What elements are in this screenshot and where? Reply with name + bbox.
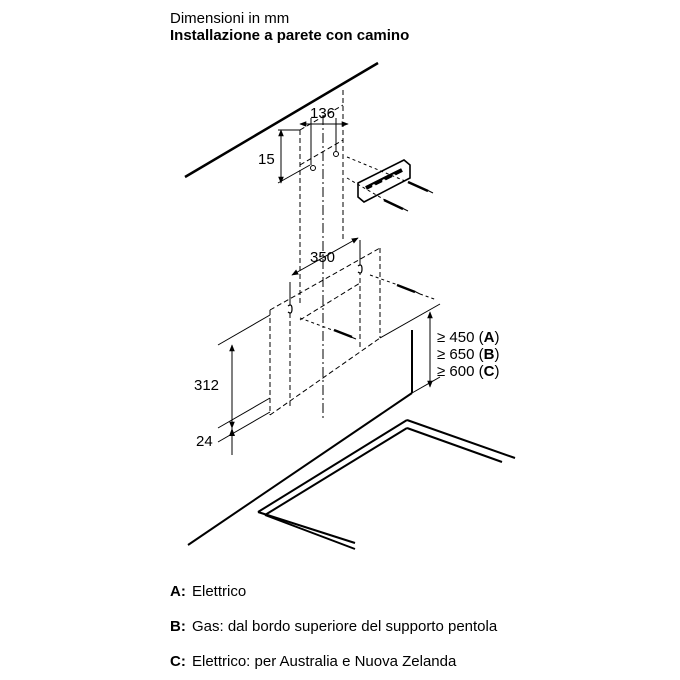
- legend-key: C:: [170, 653, 186, 670]
- dim-312-label: 312: [194, 377, 219, 394]
- hood-lower-outline: [269, 247, 381, 416]
- dimension-24: 24: [196, 411, 271, 455]
- bracket-screws: [346, 156, 434, 212]
- dimension-312: 312: [194, 314, 271, 429]
- legend-text: Elettrico: per Australia e Nuova Zelanda: [192, 653, 457, 670]
- dimension-clearance: ≥ 450 (A) ≥ 650 (B) ≥ 600 (C): [379, 303, 499, 394]
- clearance-b: ≥ 650 (B): [437, 346, 499, 363]
- screw-hole: [310, 165, 316, 171]
- dim-350-label: 350: [310, 249, 335, 266]
- dimension-350: 350: [289, 237, 361, 305]
- clearance-c: ≥ 600 (C): [437, 363, 499, 380]
- dim-136-label: 136: [310, 105, 335, 122]
- screw-hole: [333, 151, 339, 157]
- ceiling-line: [184, 61, 379, 179]
- dim-24-label: 24: [196, 433, 213, 450]
- legend-item-b: B: Gas: dal bordo superiore del supporto …: [170, 618, 522, 636]
- legend-item-c: C: Elettrico: per Australia e Nuova Zelan…: [170, 653, 522, 671]
- wall-and-cooktop: [187, 330, 516, 550]
- legend-key: A:: [170, 583, 186, 600]
- legend-text: Gas: dal bordo superiore del supporto pe…: [192, 618, 498, 635]
- wall-bracket: [357, 159, 411, 203]
- hood-hooks: [287, 264, 363, 314]
- dimension-136: 136: [299, 105, 349, 165]
- dim-15-label: 15: [258, 151, 275, 168]
- legend-key: B:: [170, 618, 186, 635]
- diagram-subtitle: Dimensioni in mm: [170, 10, 290, 27]
- hood-screws: [299, 274, 438, 340]
- diagram-title: Installazione a parete con camino: [170, 27, 410, 44]
- legend-item-a: A: Elettrico: [170, 583, 522, 601]
- dimension-15: 15: [258, 129, 311, 184]
- clearance-a: ≥ 450 (A): [437, 329, 499, 346]
- legend-text: Elettrico: [192, 583, 247, 600]
